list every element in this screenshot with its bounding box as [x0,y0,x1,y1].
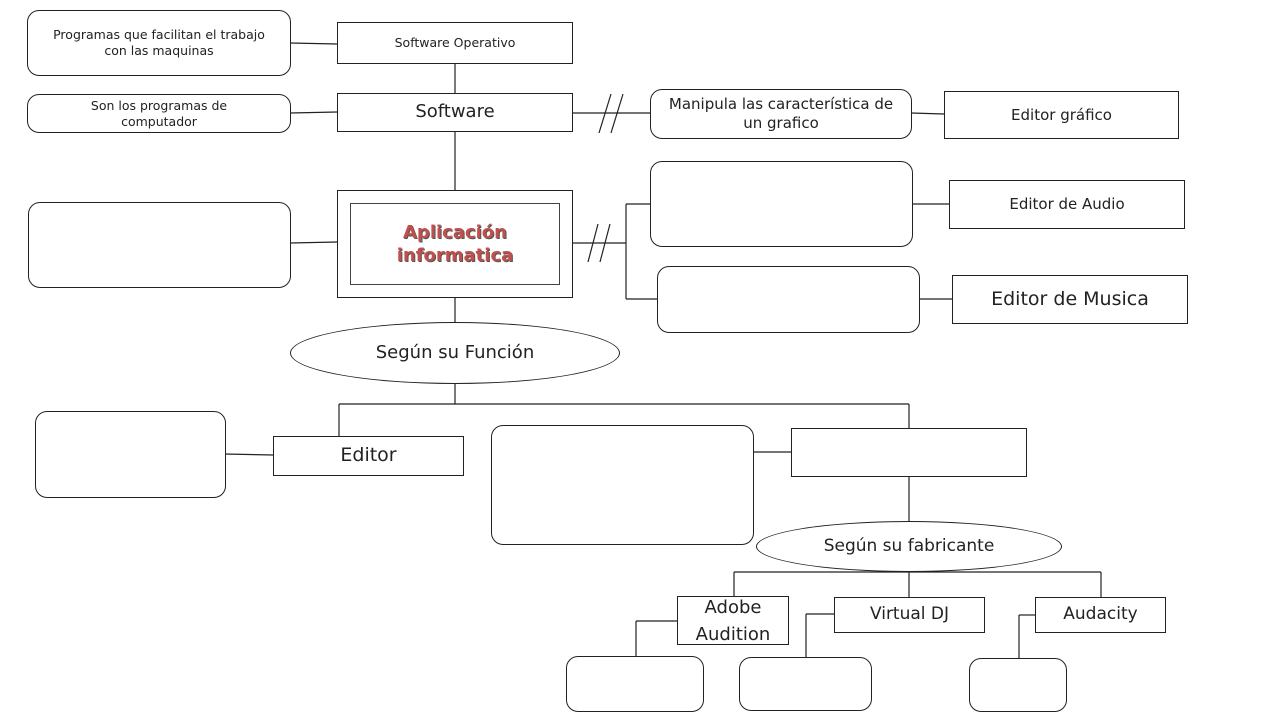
software-operativo-box: Software Operativo [337,22,573,64]
aplicacion-informatica-box: Aplicación informatica [337,190,573,298]
adobe-audition-description-box [566,656,704,712]
programas-description-box: Programas que facilitan el trabajo con l… [27,10,291,76]
category-description-box [491,425,754,545]
software-box: Software [337,93,573,132]
connector-line [289,241,338,244]
connector-line [910,112,945,115]
editor-musica-box: Editor de Musica [952,275,1188,324]
audacity-description-box [969,658,1067,712]
manipula-description-box: Manipula las característica de un grafic… [650,89,912,139]
aplicacion-description-box [28,202,291,288]
editor-description-box [35,411,226,498]
connector-line [289,42,338,45]
segun-funcion-ellipse: Según su Función [290,322,620,384]
son-programas-description-box: Son los programas de computador [27,94,291,133]
audio-description-box [650,161,913,247]
break-mark [599,223,611,263]
break-mark [598,93,612,134]
category-box [791,428,1027,477]
virtual-dj-box: Virtual DJ [834,597,985,633]
break-mark [610,93,624,134]
virtual-dj-description-box [739,657,872,711]
adobe-audition-box: Adobe Audition [677,596,789,645]
editor-grafico-box: Editor gráfico [944,91,1179,139]
editor-box: Editor [273,436,464,476]
break-mark [587,223,599,263]
musica-description-box [657,266,920,333]
connector-line [224,453,275,456]
audacity-box: Audacity [1035,597,1166,633]
segun-fabricante-ellipse: Según su fabricante [756,521,1062,572]
connector-line [289,111,338,114]
editor-audio-box: Editor de Audio [949,180,1185,229]
aplicacion-informatica-label: Aplicación informatica [350,203,560,285]
